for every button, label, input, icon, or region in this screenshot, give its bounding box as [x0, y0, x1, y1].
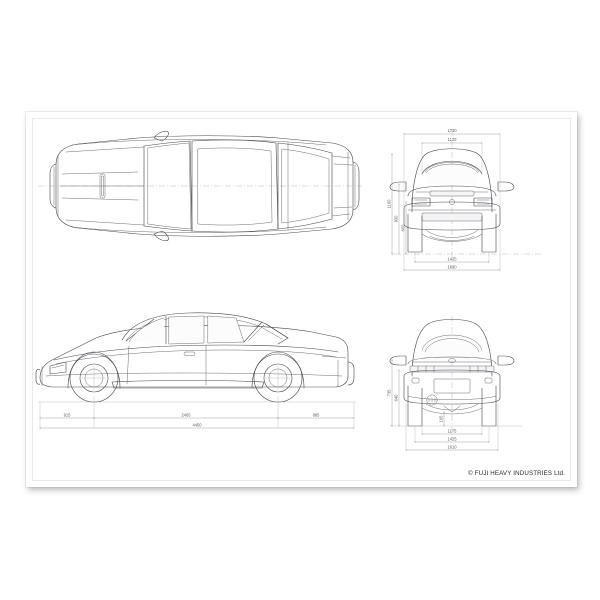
dim-side-wheelbase: 2465: [181, 412, 191, 417]
dim-front-cabin-width: 1120: [448, 137, 458, 142]
front-dimension-lines: 1730 1120 1160 930 660: [386, 128, 501, 271]
side-dimension-lines: 915 2465 885 4450: [39, 396, 355, 429]
rear-view-group: 735 640 165 1175 1425: [386, 316, 522, 451]
copyright-notice: © FUJI HEAVY INDUSTRIES Ltd.: [468, 470, 565, 477]
dim-rear-inner-width: 1175: [448, 428, 458, 433]
dim-front-height-secondary: 930: [393, 215, 398, 223]
dim-rear-ground-clearance: 165: [438, 415, 443, 423]
dim-front-overall-width: 1730: [447, 128, 457, 133]
blueprint-sheet: .ln{fill:none;stroke:#4a4a50;stroke-widt…: [26, 112, 577, 487]
dim-side-rear-overhang: 885: [313, 412, 321, 417]
dim-front-track: 1425: [447, 256, 457, 261]
top-view-group: [38, 130, 362, 242]
front-view-group: 1730 1120 1160 930 660: [386, 128, 542, 271]
blueprint-drawing: .ln{fill:none;stroke:#4a4a50;stroke-widt…: [26, 112, 577, 487]
dim-front-body-lower-width: 1690: [447, 264, 457, 269]
rear-dimension-lines: 735 640 165 1175 1425: [386, 359, 499, 451]
dim-rear-height-lower: 640: [393, 394, 398, 402]
dim-front-height-lower: 660: [400, 224, 405, 232]
dim-front-overall-height: 1160: [386, 199, 391, 209]
dim-rear-height-upper: 735: [386, 389, 391, 397]
dim-rear-track: 1425: [447, 436, 457, 441]
dim-rear-overall-width: 1610: [447, 444, 457, 449]
dim-side-overall-length: 4450: [192, 422, 202, 427]
side-view-group: 915 2465 885 4450: [35, 312, 356, 429]
dim-side-front-overhang: 915: [64, 412, 72, 417]
